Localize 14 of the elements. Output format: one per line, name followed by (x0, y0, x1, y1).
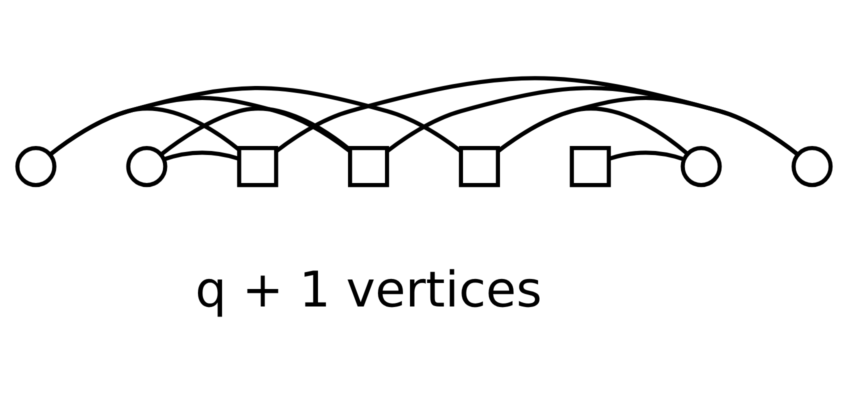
node-circle (14, 146, 56, 188)
node-circle (680, 146, 722, 188)
node-box (236, 146, 278, 188)
node-circle (126, 146, 167, 188)
connector (275, 76, 798, 156)
connector (48, 86, 462, 156)
node-box (569, 146, 610, 188)
node-box (458, 146, 500, 188)
connector (163, 150, 239, 162)
connector (608, 150, 684, 162)
connector (160, 106, 351, 156)
node-box (348, 146, 389, 188)
label: q + 1 vertices (194, 260, 542, 319)
node-circle (791, 146, 832, 188)
